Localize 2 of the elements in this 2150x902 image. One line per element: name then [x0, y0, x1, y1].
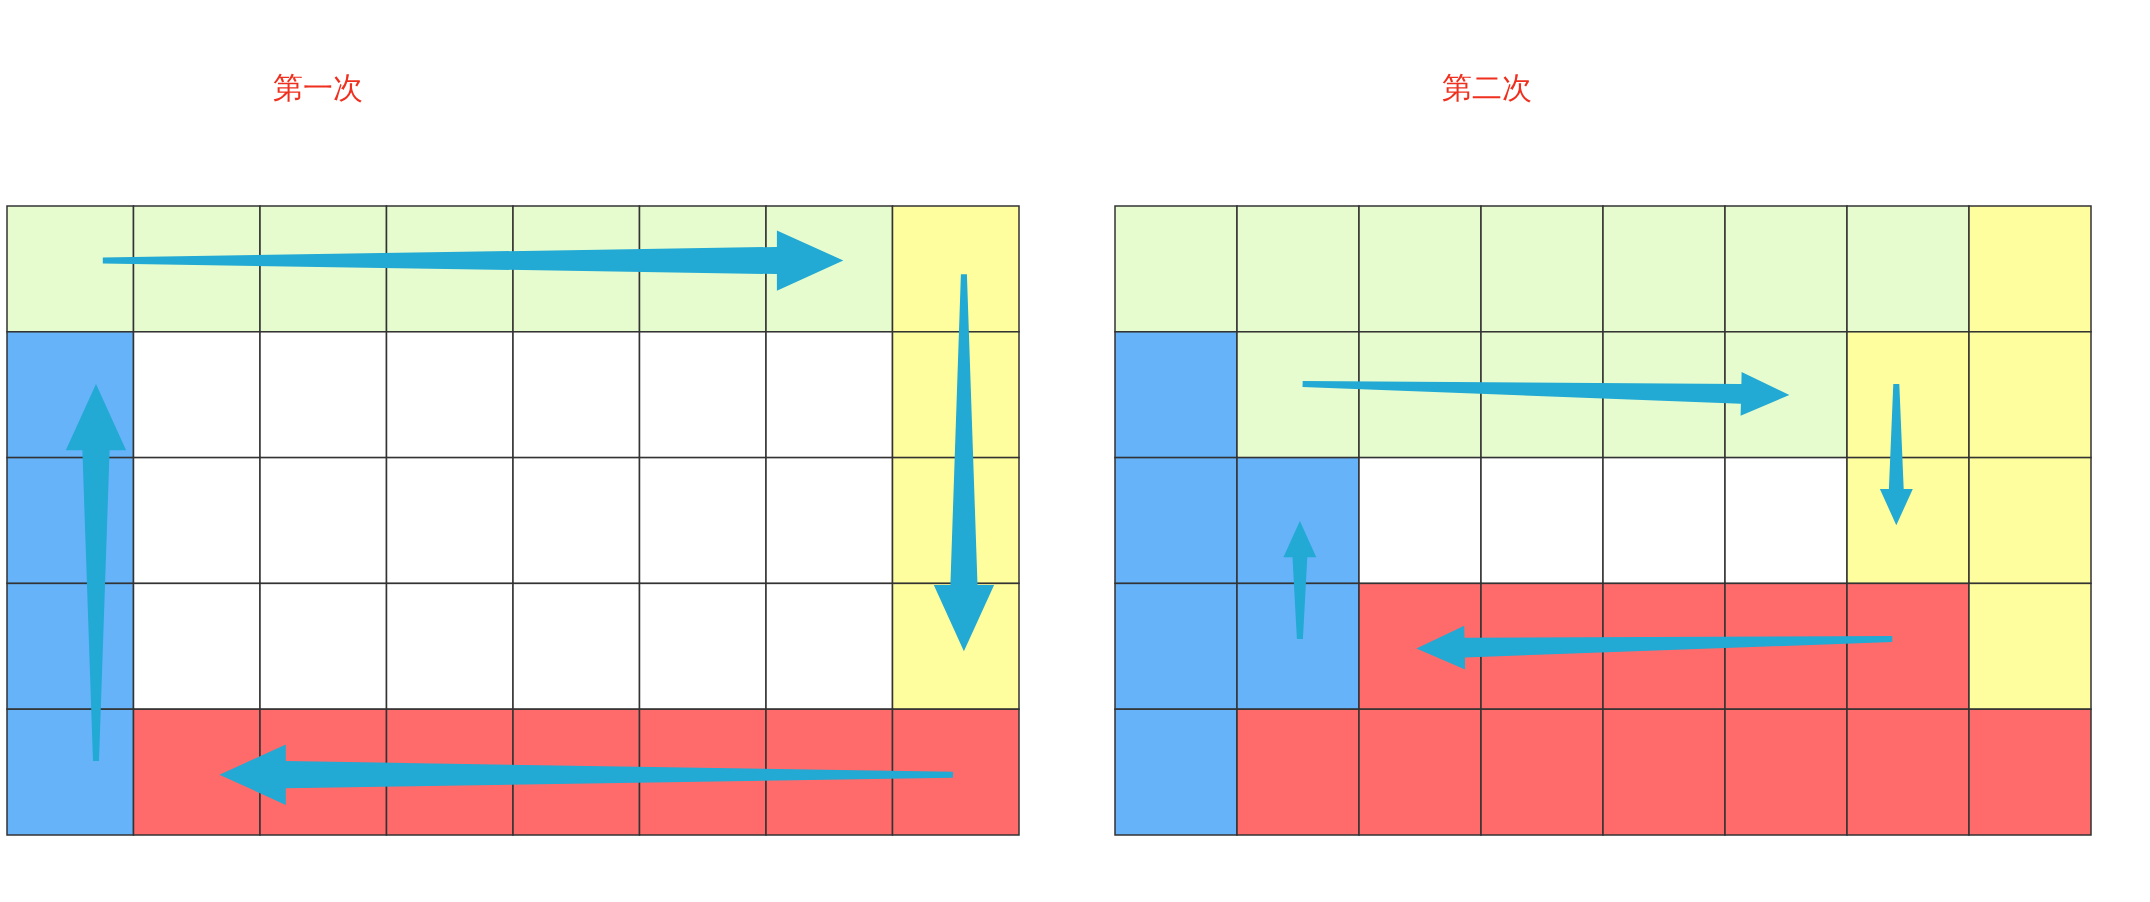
heading: 第一次	[273, 69, 363, 107]
heading: 第二次	[1442, 69, 1532, 107]
